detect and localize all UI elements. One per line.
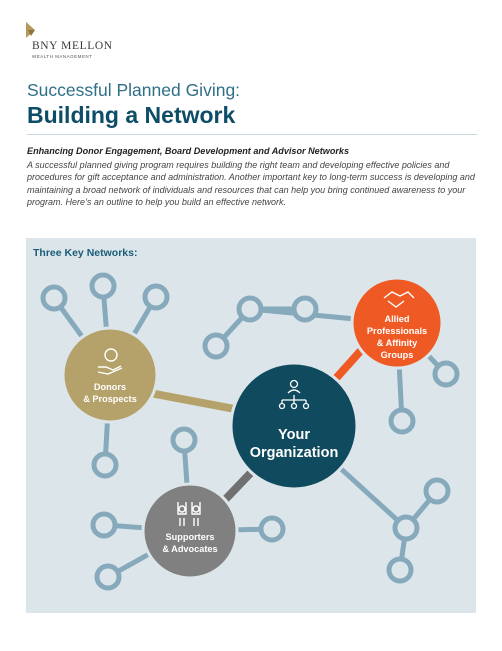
organization-label: Your Organization bbox=[249, 427, 339, 461]
satellite-node bbox=[423, 477, 451, 505]
donors-label: Donors & Prospects bbox=[83, 382, 137, 404]
satellite-node bbox=[291, 295, 319, 323]
brand-division: WEALTH MANAGEMENT bbox=[32, 54, 93, 59]
supporters-node bbox=[141, 482, 239, 580]
subheading: Enhancing Donor Engagement, Board Develo… bbox=[27, 146, 350, 156]
satellite-node bbox=[388, 407, 416, 435]
bny-mellon-logo-mark-icon bbox=[26, 22, 35, 38]
satellite-node bbox=[202, 332, 230, 360]
satellite-node bbox=[170, 426, 198, 454]
intro-paragraph: A successful planned giving program requ… bbox=[27, 160, 475, 208]
allied-label: Allied Professionals & Affinity Groups bbox=[366, 314, 428, 360]
handshake-icon bbox=[383, 291, 415, 308]
satellite-node bbox=[94, 563, 122, 591]
satellite-node bbox=[258, 515, 286, 543]
donors-link-line bbox=[149, 389, 241, 414]
people-raising-hands-icon bbox=[177, 502, 201, 526]
satellite-node bbox=[142, 283, 170, 311]
allied-node bbox=[350, 276, 444, 370]
title-divider bbox=[27, 134, 477, 135]
page-kicker: Successful Planned Giving: bbox=[27, 80, 241, 100]
satellite-node bbox=[90, 511, 118, 539]
networks-title: Three Key Networks: bbox=[33, 247, 138, 259]
donors-node bbox=[61, 326, 159, 424]
satellite-node bbox=[432, 360, 460, 388]
hand-coin-icon bbox=[97, 348, 123, 375]
supporters-label: Supporters & Advocates bbox=[162, 532, 218, 554]
satellite-node bbox=[386, 556, 414, 584]
satellite-node bbox=[392, 514, 420, 542]
organization-node bbox=[229, 361, 359, 491]
org-chart-icon bbox=[278, 379, 310, 410]
satellite-node bbox=[236, 295, 264, 323]
page-title: Building a Network bbox=[27, 102, 236, 128]
brand-name: BNY MELLON bbox=[32, 40, 113, 52]
satellite-node bbox=[91, 451, 119, 479]
satellite-node bbox=[89, 272, 117, 300]
satellite-node bbox=[40, 284, 68, 312]
